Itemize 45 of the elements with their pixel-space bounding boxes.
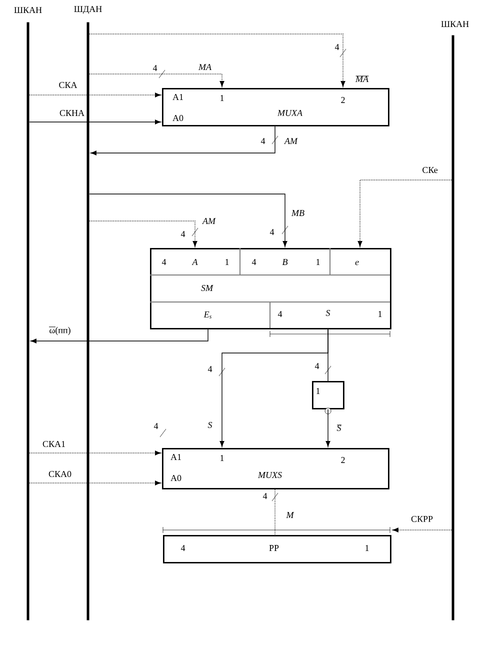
edge-label: S bbox=[336, 424, 342, 432]
signal-line bbox=[358, 180, 452, 247]
edge-label: СКНА bbox=[58, 108, 86, 118]
mux-box: A1 A0 1 2 MUXS bbox=[162, 448, 390, 490]
bus-line: ШКАН bbox=[441, 21, 469, 620]
signal-line bbox=[29, 480, 161, 486]
edge-label: MB bbox=[290, 209, 306, 217]
signal-line bbox=[89, 194, 288, 247]
signal-line bbox=[30, 329, 208, 344]
edge-label: AM bbox=[284, 137, 298, 145]
bus-width-mark: 4 bbox=[262, 492, 278, 502]
signal-line bbox=[392, 528, 452, 532]
signal-line bbox=[89, 220, 198, 247]
edge-label: СКА1 bbox=[42, 440, 66, 448]
inverter-box: 1 bbox=[312, 381, 344, 414]
signal-line bbox=[90, 126, 276, 156]
bus-width-mark: 4 bbox=[152, 65, 166, 78]
edge-label: MA bbox=[198, 63, 212, 71]
register-box: 4 PP 1 bbox=[163, 535, 392, 564]
bus-line: ШКАН bbox=[14, 7, 42, 620]
signal-line bbox=[89, 74, 224, 87]
bus-width-mark: 4 bbox=[180, 228, 198, 237]
edge-label: M bbox=[285, 511, 295, 519]
edge-label: MA bbox=[354, 75, 370, 83]
signal-line bbox=[29, 450, 161, 456]
signal-line bbox=[274, 489, 276, 536]
bus-width-mark: 4 bbox=[208, 366, 226, 376]
signal-line bbox=[29, 120, 161, 124]
edge-label: AM bbox=[202, 217, 216, 225]
bus-width-mark: 4 bbox=[154, 423, 166, 438]
signal-line bbox=[326, 409, 330, 447]
edge-label: СКА0 bbox=[48, 470, 72, 478]
adder-box: 4 A 1 4 B 1 e SM E$_{s}$ 4 S 1 bbox=[150, 248, 392, 330]
signal-line bbox=[29, 92, 161, 98]
mux-box: A1 A0 1 2 MUXA bbox=[162, 88, 390, 126]
edge-label: S bbox=[206, 420, 214, 430]
bus-width-mark: 4 bbox=[260, 136, 278, 144]
bus-width-mark: 4 bbox=[270, 226, 288, 235]
signal-line bbox=[89, 34, 346, 87]
bus-width-mark: 4 bbox=[334, 44, 346, 58]
edge-label: СКРР bbox=[410, 514, 434, 524]
bus-width-mark: 4 bbox=[314, 363, 332, 374]
edge-label: СКе bbox=[421, 166, 439, 174]
edge-label: ω(пп) bbox=[48, 326, 72, 336]
edge-label: СКА bbox=[58, 80, 78, 90]
